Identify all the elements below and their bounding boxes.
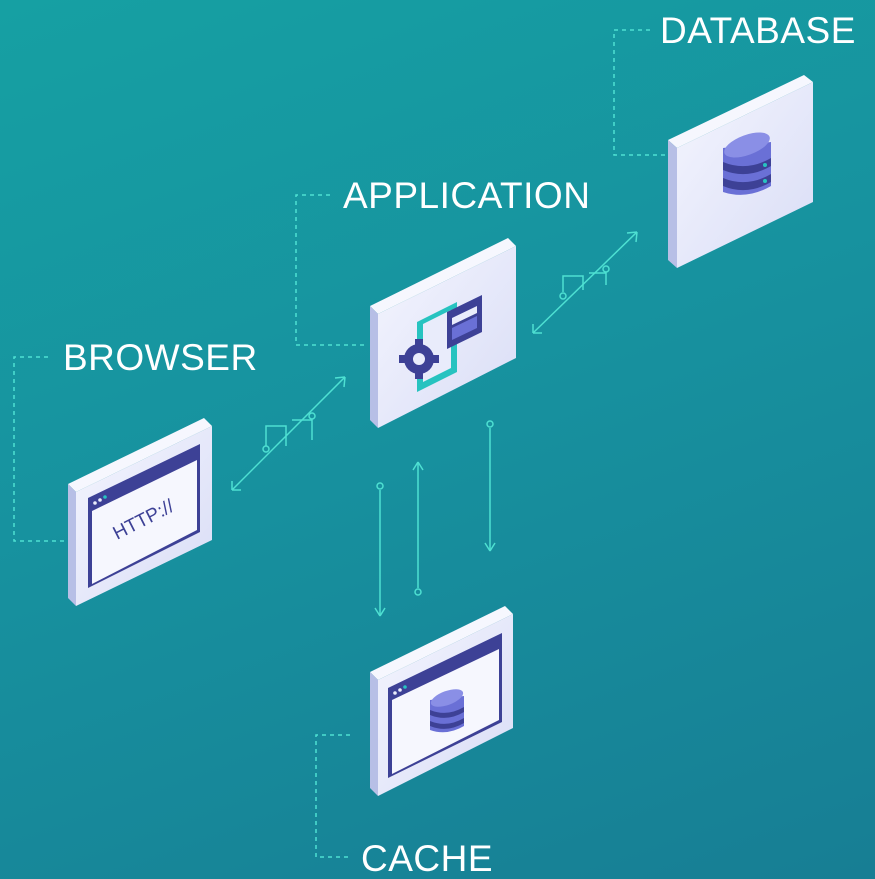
- application-label: APPLICATION: [343, 175, 591, 216]
- app-database-arrow: [532, 231, 638, 334]
- browser-leader: [13, 356, 66, 542]
- application-icon: [399, 295, 482, 392]
- database-panel: [668, 75, 813, 268]
- database-leader: [613, 29, 668, 156]
- browser-label: BROWSER: [63, 337, 258, 378]
- database-label: DATABASE: [660, 10, 856, 51]
- cache-database-icon: [430, 689, 464, 733]
- application-panel: [370, 238, 516, 428]
- application-leader: [295, 194, 368, 346]
- cache-leader: [315, 734, 352, 858]
- browser-panel: HTTP://: [68, 418, 212, 606]
- cache-panel: [370, 606, 513, 796]
- cache-label: CACHE: [361, 838, 494, 879]
- database-icon: [723, 132, 771, 195]
- leader-lines: [13, 29, 668, 858]
- connectors: [231, 231, 638, 617]
- browser-app-arrow: [231, 376, 346, 491]
